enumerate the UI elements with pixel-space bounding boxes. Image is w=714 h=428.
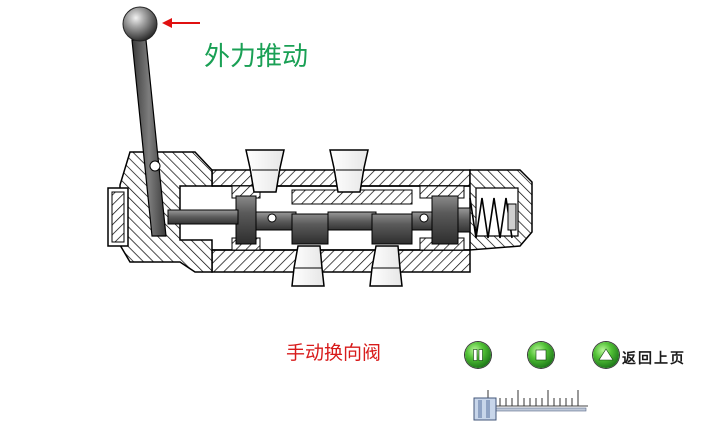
slider-thumb[interactable] bbox=[473, 397, 497, 421]
push-rod bbox=[156, 209, 239, 225]
stop-button[interactable] bbox=[528, 342, 554, 368]
progress-slider[interactable] bbox=[470, 386, 590, 422]
pause-button[interactable] bbox=[465, 342, 491, 368]
triangle-up-icon bbox=[598, 348, 614, 361]
return-spring bbox=[469, 197, 517, 239]
slider-ticks bbox=[487, 390, 579, 406]
back-label[interactable]: 返回上页 bbox=[622, 351, 686, 367]
back-button[interactable] bbox=[593, 342, 619, 368]
pause-icon bbox=[473, 349, 483, 361]
diagram-title: 手动换向阀 bbox=[286, 342, 382, 364]
top-port-right bbox=[329, 149, 369, 193]
top-port-left bbox=[245, 149, 285, 193]
force-label: 外力推动 bbox=[204, 42, 309, 72]
bottom-port-left bbox=[291, 245, 325, 287]
spool bbox=[235, 195, 471, 245]
valve-body bbox=[107, 151, 533, 273]
stop-icon bbox=[535, 349, 547, 361]
force-arrow bbox=[162, 18, 200, 28]
bottom-port-right bbox=[369, 245, 403, 287]
lever-ball bbox=[122, 6, 158, 42]
